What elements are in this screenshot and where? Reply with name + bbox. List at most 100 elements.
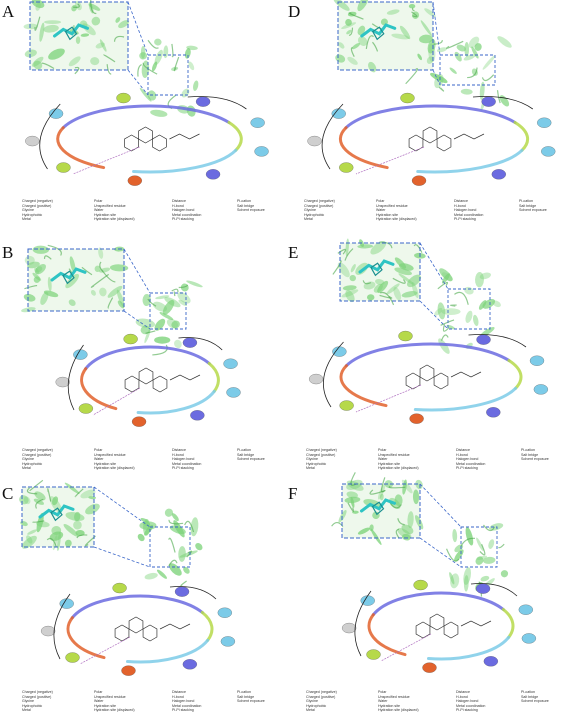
ligand-chain-2d [453, 133, 485, 140]
protein-coil [73, 3, 80, 8]
protein-coil [137, 63, 142, 77]
protein-ribbon [190, 517, 199, 537]
legend-item-hydrophobic: Hydrophobic [22, 703, 43, 708]
legend-item-metal: Metal [22, 708, 31, 713]
protein-ribbon [379, 493, 384, 501]
ligand-ring [64, 26, 78, 41]
ligand-chain-2d [169, 133, 200, 140]
protein-ribbon [31, 0, 45, 9]
pocket-arc [371, 591, 505, 617]
protein-ribbon [369, 524, 374, 532]
connector-line [123, 310, 151, 330]
protein-ribbon [337, 262, 350, 278]
protein-ribbon [178, 546, 186, 562]
residue-bubble [56, 162, 71, 173]
protein-coil [348, 12, 364, 20]
protein-ribbon [401, 524, 414, 535]
protein-ribbon [40, 291, 49, 305]
protein-ribbon [463, 54, 476, 61]
legend-item-unspecified: Unspecified residue [376, 203, 408, 208]
binding-site-box [439, 54, 496, 86]
connector-line [419, 300, 449, 330]
ligand-ring-2d [443, 621, 459, 639]
h-bond-line [92, 387, 141, 416]
residue-bubble [205, 169, 221, 180]
protein-ribbon [464, 41, 470, 57]
residue-bubble [518, 604, 533, 615]
legend-item-metal-coordination: Metal coordination [172, 461, 202, 466]
protein-coil [142, 62, 158, 75]
residue-bubble [55, 376, 70, 388]
protein-ribbon [98, 247, 104, 259]
protein-ribbon [345, 290, 355, 303]
protein-ribbon [164, 508, 173, 517]
protein-ribbon [346, 491, 358, 499]
legend-item-pi-cation: Pi-cation [237, 690, 251, 694]
protein-coil [147, 298, 157, 307]
legend-item-charged-negative: Charged (negative) [304, 199, 335, 203]
legend-item-pi-pi: Pi-Pi stacking [454, 217, 476, 222]
residue-bubble [182, 659, 198, 670]
legend-item-charged-positive: Charged (positive) [22, 452, 52, 457]
protein-coil [24, 284, 38, 290]
protein-ribbon [386, 283, 400, 295]
legend-item-distance: Distance [456, 448, 470, 452]
legend-item-glycine: Glycine [22, 208, 34, 213]
protein-ribbon [441, 273, 450, 284]
legend-item-salt-bridge: Salt bridge [521, 452, 539, 457]
legend-item-hydrophobic: Hydrophobic [304, 212, 325, 217]
protein-coil [47, 244, 62, 256]
legend-item-halogen-bond: Halogen bond [172, 208, 195, 213]
residue-bubble [123, 333, 138, 345]
pocket-arc [200, 611, 214, 642]
ligand-ring-2d [128, 616, 144, 634]
protein-ribbon [154, 336, 171, 344]
legend-item-hydrophobic: Hydrophobic [306, 703, 327, 708]
protein-ribbon [169, 563, 182, 576]
protein-coil [481, 74, 495, 82]
legend-item-glycine: Glycine [22, 699, 34, 704]
legend-item-water: Water [94, 699, 104, 704]
pocket-arc [84, 345, 211, 371]
protein-coil [47, 488, 52, 502]
legend-item-pi-cation: Pi-cation [521, 448, 535, 452]
protein-ribbon [347, 56, 358, 65]
protein-ribbon [99, 39, 107, 52]
legend-item-metal: Metal [22, 217, 31, 222]
protein-ribbon [357, 527, 370, 535]
legend-item-unspecified: Unspecified residue [378, 452, 410, 457]
protein-ribbon [90, 289, 96, 296]
legend-item-hydrophobic: Hydrophobic [22, 212, 43, 217]
protein-ribbon [407, 274, 422, 288]
ligand-ring [371, 501, 385, 516]
protein-ribbon [154, 38, 162, 46]
protein-ribbon [357, 25, 366, 36]
protein-ribbon [21, 535, 37, 549]
protein-coil [344, 248, 354, 261]
protein-coil [442, 324, 450, 332]
protein-ribbon [174, 339, 182, 349]
ligand-stick [38, 504, 75, 519]
protein-ribbon [345, 18, 352, 26]
legend-item-charged-positive: Charged (positive) [306, 694, 336, 699]
protein-ribbon [117, 300, 125, 309]
protein-coil [411, 11, 418, 18]
protein-coil [106, 64, 112, 75]
protein-ribbon [166, 318, 178, 329]
legend-item-salt-bridge: Salt bridge [521, 694, 539, 699]
panel-label: E [288, 243, 299, 262]
pocket-arc [507, 359, 523, 390]
pocket-arc [70, 594, 204, 620]
protein-coil [479, 543, 486, 556]
pocket-arc [125, 638, 210, 664]
residue-bubble [223, 358, 238, 369]
residue-bubble [250, 117, 265, 128]
legend-item-glycine: Glycine [22, 457, 34, 462]
residue-bubble [25, 135, 40, 147]
ligand-ring [370, 262, 383, 277]
protein-ribbon [33, 276, 41, 283]
protein-ribbon [68, 56, 81, 67]
legend-item-polar: Polar [378, 690, 387, 694]
protein-coil [34, 16, 41, 31]
legend-item-metal-coordination: Metal coordination [172, 212, 202, 217]
